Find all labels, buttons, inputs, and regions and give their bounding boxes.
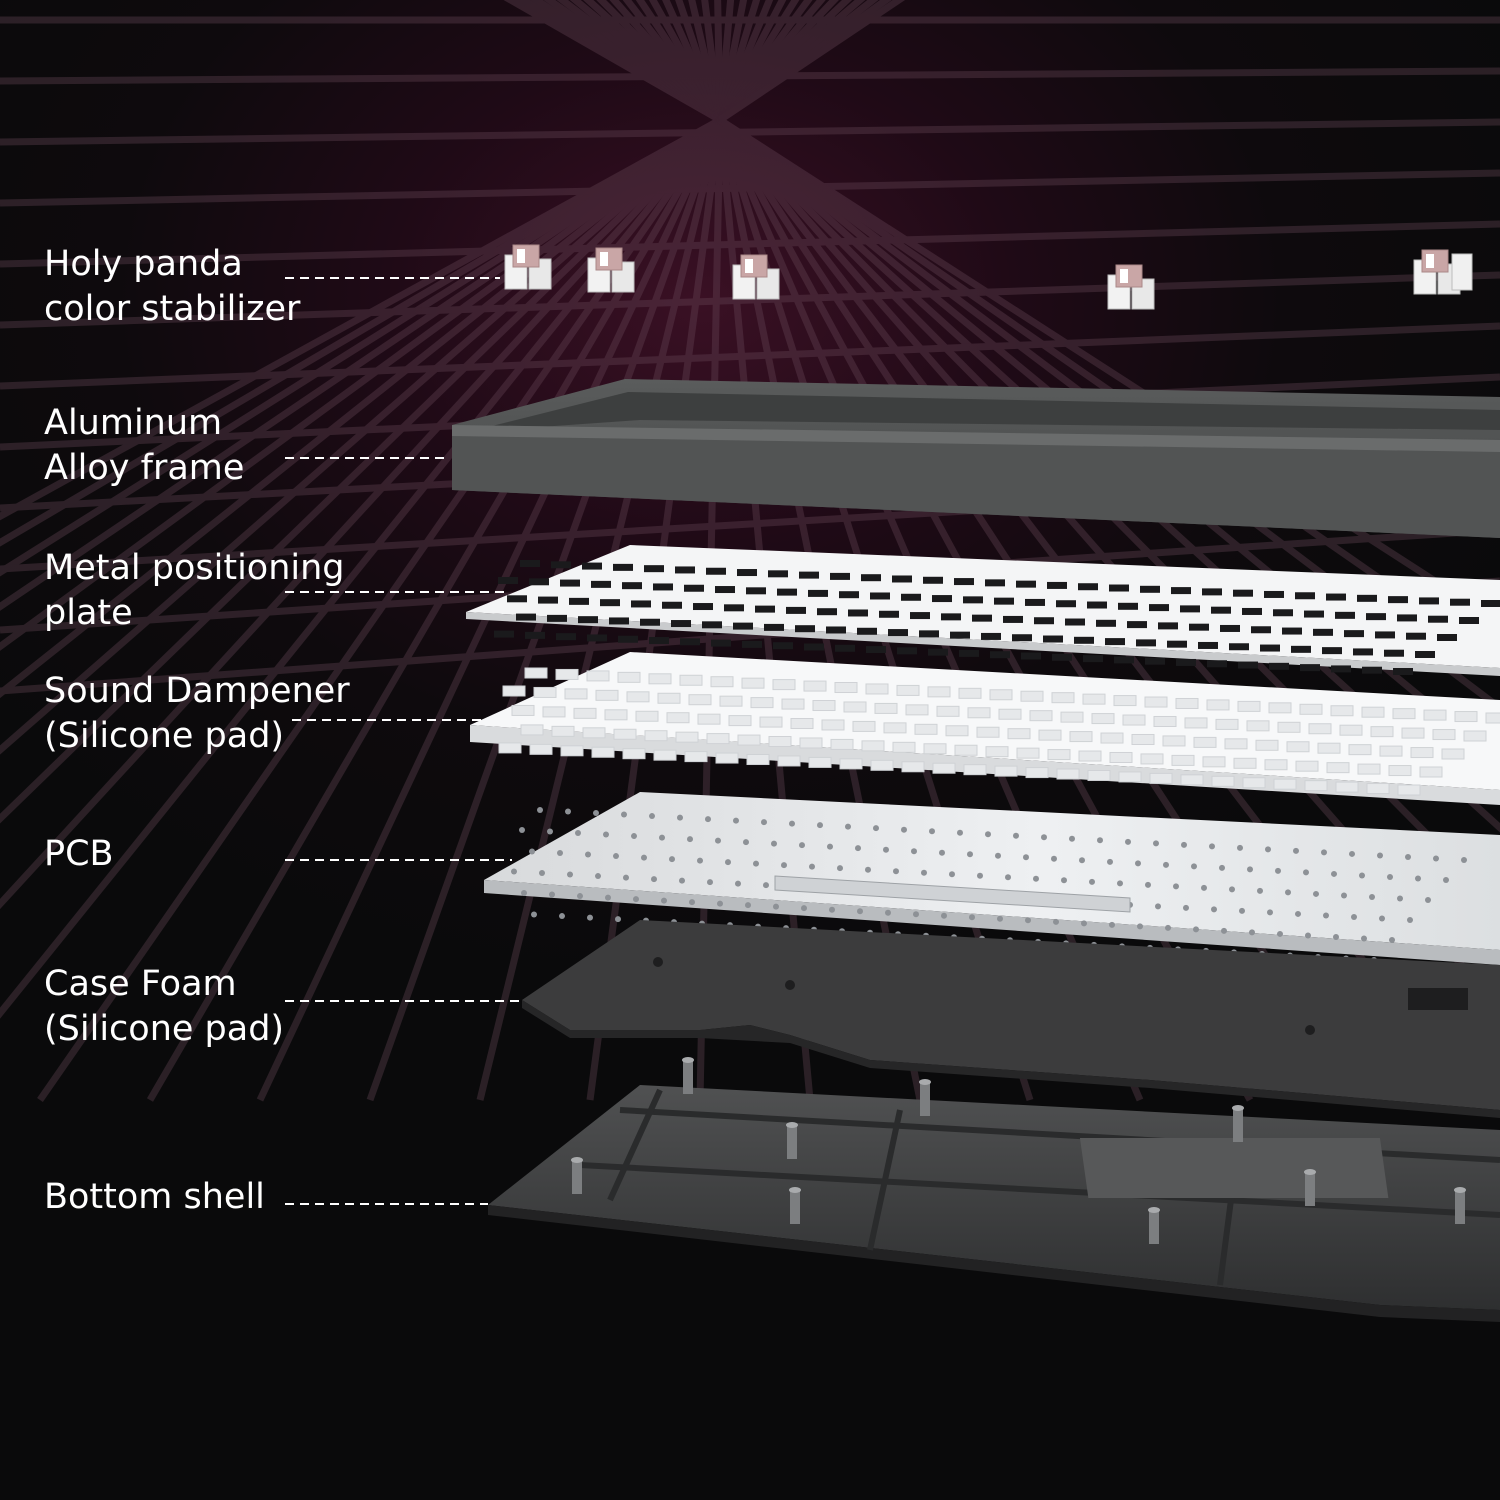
label-foam-line1: Case Foam (44, 964, 237, 1004)
label-foam: Case Foam (Silicone pad) (44, 962, 284, 1052)
case-foam (522, 920, 1500, 1118)
aluminum-frame (452, 379, 1500, 538)
label-foam-line2: (Silicone pad) (44, 1009, 285, 1049)
label-stabilizer-line1: Holy panda (44, 244, 243, 284)
label-plate-line2: plate (44, 593, 133, 633)
label-dampener-line2: (Silicone pad) (44, 716, 285, 756)
label-frame-line1: Aluminum (44, 403, 223, 443)
label-pcb-line1: PCB (44, 834, 114, 874)
label-plate: Metal positioning plate (44, 546, 345, 636)
pcb-board (484, 792, 1500, 965)
bottom-shell (488, 1057, 1500, 1322)
label-stabilizer-line2: color stabilizer (44, 289, 301, 329)
label-dampener: Sound Dampener (Silicone pad) (44, 669, 350, 759)
positioning-plate (466, 545, 1500, 676)
label-frame: Aluminum Alloy frame (44, 401, 244, 491)
label-plate-line1: Metal positioning (44, 548, 345, 588)
sound-dampener (470, 652, 1500, 805)
leader-lines (285, 277, 523, 1205)
label-pcb: PCB (44, 832, 114, 877)
label-shell-line1: Bottom shell (44, 1177, 265, 1217)
label-shell: Bottom shell (44, 1175, 265, 1220)
label-dampener-line1: Sound Dampener (44, 671, 350, 711)
stabilizer-icon (504, 244, 1473, 310)
label-frame-line2: Alloy frame (44, 448, 245, 488)
label-stabilizer: Holy panda color stabilizer (44, 242, 300, 332)
